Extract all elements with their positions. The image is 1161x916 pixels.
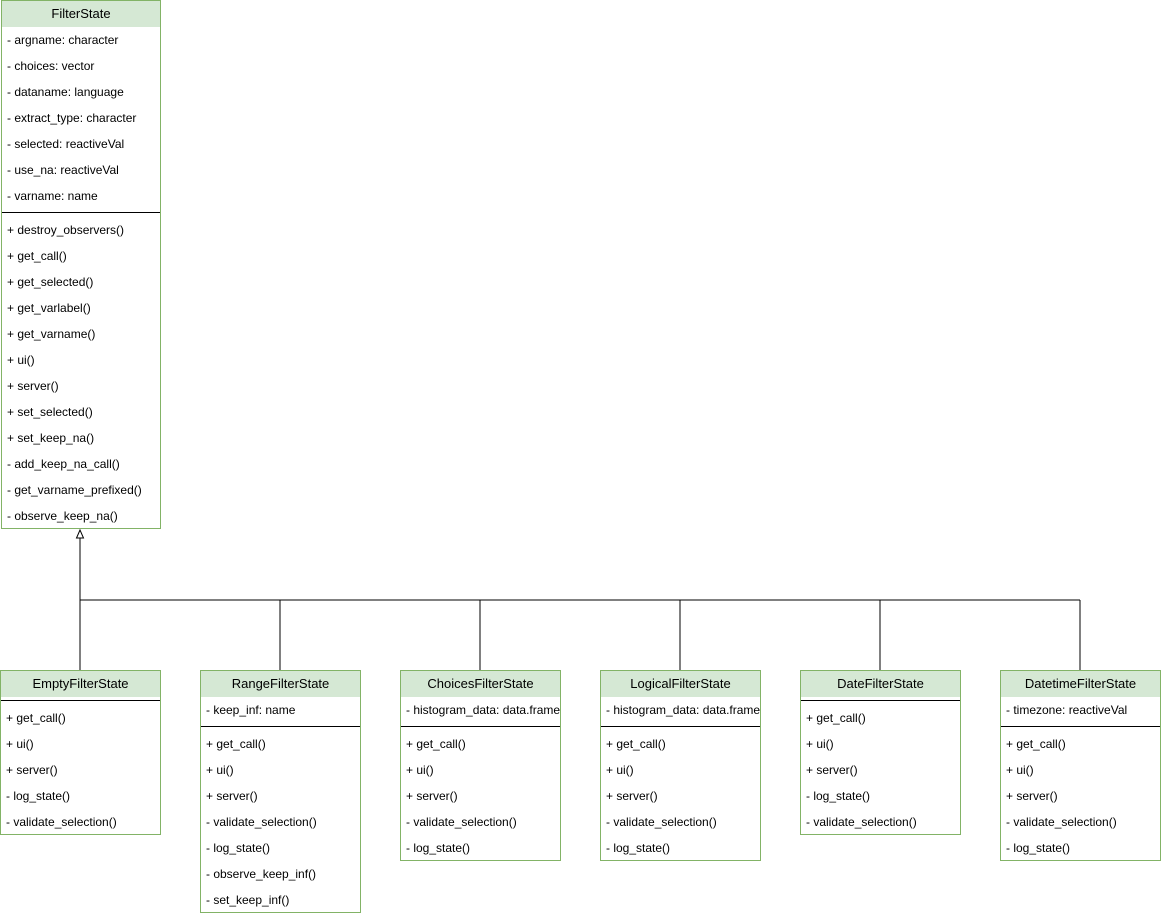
method-row: - validate_selection() bbox=[1006, 815, 1117, 829]
method-row: - log_state() bbox=[206, 841, 271, 855]
method-row: + server() bbox=[206, 789, 258, 803]
method-row: + get_varname() bbox=[7, 327, 96, 341]
class-datetimefilterstate[interactable]: DatetimeFilterState - timezone: reactive… bbox=[1000, 670, 1161, 861]
attribute-list: - argname: character - choices: vector - d… bbox=[2, 27, 160, 209]
class-name: FilterState bbox=[2, 1, 160, 27]
compartment-divider bbox=[2, 209, 160, 217]
method-row: - get_varname_prefixed() bbox=[7, 483, 142, 497]
attribute-list: - histogram_data: data.frame bbox=[601, 697, 760, 723]
method-row: + get_varlabel() bbox=[7, 301, 91, 315]
method-row: - add_keep_na_call() bbox=[7, 457, 120, 471]
attribute-row: - extract_type: character bbox=[7, 111, 137, 125]
attribute-list: - timezone: reactiveVal bbox=[1001, 697, 1160, 723]
class-name: DatetimeFilterState bbox=[1001, 671, 1160, 697]
method-row: - validate_selection() bbox=[606, 815, 717, 829]
method-row: + set_keep_na() bbox=[7, 431, 95, 445]
method-list: + get_call() + ui() + server() - log_state(… bbox=[1, 705, 160, 835]
method-row: + ui() bbox=[406, 763, 434, 777]
attribute-row: - selected: reactiveVal bbox=[7, 137, 125, 151]
method-row: - log_state() bbox=[806, 789, 871, 803]
attribute-row: - argname: character bbox=[7, 33, 119, 47]
attribute-row: - use_na: reactiveVal bbox=[7, 163, 119, 177]
class-choicesfilterstate[interactable]: ChoicesFilterState - histogram_data: dat… bbox=[400, 670, 561, 861]
class-name: DateFilterState bbox=[801, 671, 960, 697]
method-row: + server() bbox=[406, 789, 458, 803]
method-row: - validate_selection() bbox=[806, 815, 917, 829]
method-row: + get_call() bbox=[206, 737, 266, 751]
class-logicalfilterstate[interactable]: LogicalFilterState - histogram_data: dat… bbox=[600, 670, 761, 861]
method-row: + get_call() bbox=[1006, 737, 1066, 751]
class-name: EmptyFilterState bbox=[1, 671, 160, 697]
class-rangefilterstate[interactable]: RangeFilterState - keep_inf: name + get_… bbox=[200, 670, 361, 913]
class-datefilterstate[interactable]: DateFilterState + get_call() + ui() + serv… bbox=[800, 670, 961, 835]
method-row: - validate_selection() bbox=[406, 815, 517, 829]
compartment-divider bbox=[801, 697, 960, 705]
method-row: + get_call() bbox=[606, 737, 666, 751]
method-row: + destroy_observers() bbox=[7, 223, 125, 237]
method-list: + get_call() + ui() + server() - validate_s… bbox=[601, 731, 760, 861]
attribute-row: - histogram_data: data.frame bbox=[406, 703, 560, 717]
method-row: + ui() bbox=[1006, 763, 1034, 777]
method-row: - set_keep_inf() bbox=[206, 893, 290, 907]
compartment-divider bbox=[601, 723, 760, 731]
method-list: + get_call() + ui() + server() - log_state(… bbox=[801, 705, 960, 835]
method-row: + get_call() bbox=[7, 249, 67, 263]
attribute-row: - keep_inf: name bbox=[206, 703, 296, 717]
class-name: LogicalFilterState bbox=[601, 671, 760, 697]
method-row: + ui() bbox=[7, 353, 35, 367]
attribute-row: - varname: name bbox=[7, 189, 98, 203]
method-row: + server() bbox=[7, 379, 59, 393]
method-row: - observe_keep_na() bbox=[7, 509, 118, 523]
method-row: - observe_keep_inf() bbox=[206, 867, 317, 881]
method-row: - log_state() bbox=[406, 841, 471, 855]
attribute-row: - timezone: reactiveVal bbox=[1006, 703, 1128, 717]
method-row: + server() bbox=[1006, 789, 1058, 803]
attribute-row: - choices: vector bbox=[7, 59, 95, 73]
method-list: + destroy_observers() + get_call() + get_s… bbox=[2, 217, 160, 529]
method-row: + ui() bbox=[6, 737, 34, 751]
inheritance-arrowhead-icon bbox=[75, 528, 85, 539]
method-row: + get_call() bbox=[6, 711, 66, 725]
class-name: RangeFilterState bbox=[201, 671, 360, 697]
method-row: + server() bbox=[606, 789, 658, 803]
method-row: + get_selected() bbox=[7, 275, 94, 289]
method-row: + server() bbox=[806, 763, 858, 777]
method-row: + ui() bbox=[606, 763, 634, 777]
method-row: - log_state() bbox=[6, 789, 71, 803]
compartment-divider bbox=[1, 697, 160, 705]
class-name: ChoicesFilterState bbox=[401, 671, 560, 697]
method-row: + ui() bbox=[206, 763, 234, 777]
method-list: + get_call() + ui() + server() - validate_s… bbox=[201, 731, 360, 913]
attribute-list: - histogram_data: data.frame bbox=[401, 697, 560, 723]
class-filterstate[interactable]: FilterState - argname: character - choice… bbox=[1, 0, 161, 529]
method-list: + get_call() + ui() + server() - validate_s… bbox=[1001, 731, 1160, 861]
method-row: - validate_selection() bbox=[6, 815, 117, 829]
method-row: - validate_selection() bbox=[206, 815, 317, 829]
class-emptyfilterstate[interactable]: EmptyFilterState + get_call() + ui() + ser… bbox=[0, 670, 161, 835]
attribute-row: - dataname: language bbox=[7, 85, 124, 99]
method-row: + get_call() bbox=[806, 711, 866, 725]
compartment-divider bbox=[201, 723, 360, 731]
method-row: - log_state() bbox=[606, 841, 671, 855]
method-row: + get_call() bbox=[406, 737, 466, 751]
attribute-row: - histogram_data: data.frame bbox=[606, 703, 760, 717]
method-list: + get_call() + ui() + server() - validate_s… bbox=[401, 731, 560, 861]
method-row: - log_state() bbox=[1006, 841, 1071, 855]
method-row: + ui() bbox=[806, 737, 834, 751]
compartment-divider bbox=[401, 723, 560, 731]
method-row: + server() bbox=[6, 763, 58, 777]
attribute-list: - keep_inf: name bbox=[201, 697, 360, 723]
method-row: + set_selected() bbox=[7, 405, 93, 419]
compartment-divider bbox=[1001, 723, 1160, 731]
